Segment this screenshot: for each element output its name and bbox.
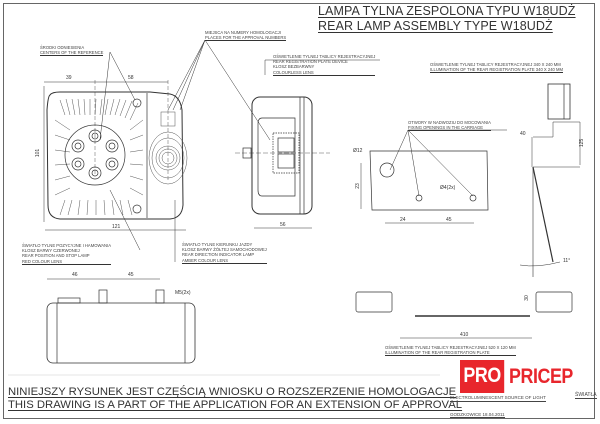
drawing-frame (3, 3, 595, 419)
dim-39: 39 (66, 75, 72, 81)
dim-45a: 45 (446, 217, 452, 223)
note-stop-lamp: ŚWIATŁO TYLNE POZYCYJNE I HAMOWANIA KLOS… (22, 243, 112, 265)
drawing-title: LAMPA TYLNA ZESPOLONA TYPU W18UDŻ REAR L… (318, 4, 576, 34)
note-text: RED COLOUR LENS (22, 259, 112, 265)
note-text: AMBER COLOUR LENS (182, 258, 267, 264)
note-text: ŚRODKI ODNIESIENIA (40, 45, 85, 50)
light-source-note: ELECTROLUMINESCENT SOURCE OF LIGHT (450, 395, 546, 402)
plate-side-view (531, 83, 581, 167)
note-text: REAR DIRECTION INDICATOR LAMP (182, 252, 255, 258)
note-text: KLOSZ BEZBARWNY (273, 64, 315, 70)
note-text: KLOSZ BARWY ŻÓŁTEJ SAMOCHODOWEJ (182, 247, 267, 253)
note-text: ILLUMINATION OF THE REAR REGISTRATION PL… (430, 67, 564, 74)
note-fixing-openings: OTWORY W NADWOZIU DO MOCOWANIA FIXING OP… (408, 120, 491, 132)
dim-d4: Ø4(2x) (440, 185, 456, 191)
note-text: REAR POSITION AND STOP LAMP (22, 253, 90, 259)
note-reference-centers: ŚRODKI ODNIESIENIA CENTERS OF THE REFERE… (40, 45, 104, 57)
dim-24: 24 (400, 217, 406, 223)
note-text: COLOURLESS LENS (273, 70, 376, 76)
side-view (235, 59, 380, 229)
place-date: GODZKOWICE 18.04.2011 (450, 412, 505, 418)
note-plate-device: OŚWIETLENIE TYLNEJ TABLICY REJESTRACYJNE… (273, 54, 376, 76)
title-english: REAR LAMP ASSEMBLY TYPE W18UDŻ (318, 19, 553, 33)
note-text: ŚWIATŁO TYLNE KIERUNKU JAZDY (182, 242, 253, 247)
approval-statement-pl: NINIEJSZY RYSUNEK JEST CZĘŚCIĄ WNIOSKU O… (8, 386, 457, 398)
note-text: OŚWIETLENIE TYLNEJ TABLICY REJESTRACYJNE… (430, 62, 561, 67)
note-indicator: ŚWIATŁO TYLNE KIERUNKU JAZDY KLOSZ BARWY… (182, 242, 267, 264)
note-text: ELECTROLUMINESCENT SOURCE OF LIGHT (450, 395, 546, 402)
note-plate-340: OŚWIETLENIE TYLNEJ TABLICY REJESTRACYJNE… (430, 62, 564, 74)
dim-23: 23 (354, 183, 361, 189)
logo-pro: PRO (460, 360, 505, 393)
note-text: ŚWIATŁO TYLNE POZYCYJNE I HAMOWANIA (22, 243, 112, 248)
dim-46: 46 (72, 272, 78, 278)
note-plate-520: OŚWIETLENIE TYLNEJ TABLICY REJESTRACYJNE… (385, 345, 516, 357)
note-approval-numbers: MIEJSCA NA NUMERY HOMOLOGACJI PLACES FOR… (205, 30, 287, 42)
dim-30: 30 (523, 295, 530, 301)
dim-58: 58 (128, 75, 134, 81)
dim-angle: 11° (563, 258, 571, 264)
dim-56: 56 (280, 222, 286, 228)
dim-d12: Ø12 (353, 148, 363, 154)
note-text: OTWORY W NADWOZIU DO MOCOWANIA (408, 120, 491, 125)
note-text: CENTERS OF THE REFERENCE (40, 50, 104, 57)
note-text: OŚWIETLENIE TYLNEJ TABLICY REJESTRACYJNE… (385, 345, 516, 350)
approval-statement: NINIEJSZY RYSUNEK JEST CZĘŚCIĄ WNIOSKU O… (8, 386, 462, 412)
note-text: ILLUMINATION OF THE REAR REGISTRATION PL… (385, 350, 516, 357)
swiatla-label: ŚWIATŁA (575, 392, 597, 399)
dim-410: 410 (460, 332, 469, 338)
plate-bottom-view (355, 291, 573, 339)
dim-101: 101 (35, 148, 42, 158)
note-text: FIXING OPENINGS IN THE CARRIAGE (408, 125, 491, 132)
logo-pricep: PRICEP (509, 364, 573, 388)
front-view (43, 80, 188, 231)
dim-121: 121 (112, 224, 121, 230)
propricep-logo: PRO PRICEP (460, 360, 584, 393)
dim-125: 125 (579, 138, 586, 148)
note-text: MIEJSCA NA NUMERY HOMOLOGACJI (205, 30, 281, 35)
fixing-holes-view (360, 129, 580, 277)
note-text: OŚWIETLENIE TYLNEJ TABLICY REJESTRACYJNE… (273, 54, 376, 59)
dim-m5: M5(2x) (175, 290, 191, 296)
title-polish: LAMPA TYLNA ZESPOLONA TYPU W18UDŻ (318, 4, 576, 18)
note-text: REAR REGISTRATION PLATE DEVICE (273, 59, 348, 65)
bottom-view (46, 278, 196, 364)
dim-45b: 45 (128, 272, 134, 278)
approval-statement-en: THIS DRAWING IS A PART OF THE APPLICATIO… (8, 399, 463, 411)
note-text: PLACES FOR THE APPROVAL NUMBERS (205, 35, 287, 42)
dim-40: 40 (520, 131, 526, 137)
note-text: KLOSZ BARWY CZERWONEJ (22, 248, 80, 254)
